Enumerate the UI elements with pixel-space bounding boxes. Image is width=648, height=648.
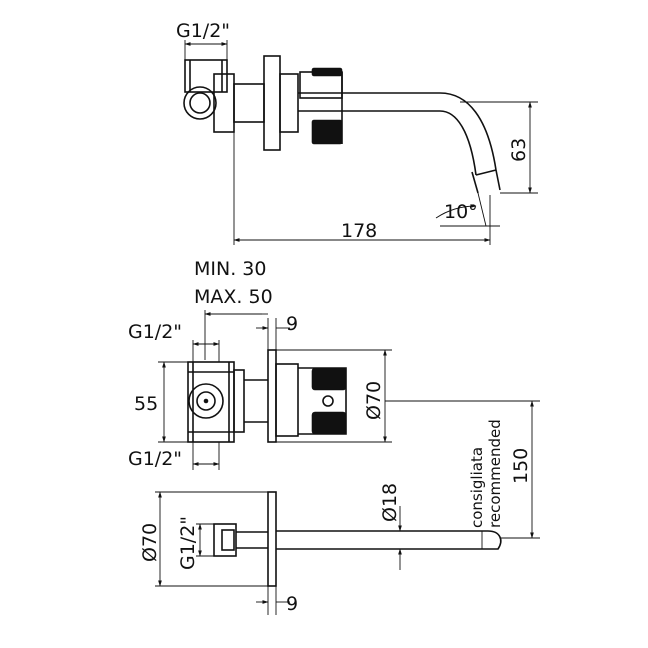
top-thread-label: G1/2" — [176, 20, 230, 42]
spout-pipe — [298, 92, 501, 194]
top-view: G1/2" 178 63 10° — [176, 20, 538, 245]
note-en-label: recommended — [486, 419, 504, 528]
middle-thread-top-label: G1/2" — [128, 321, 182, 343]
bottom-thread-label: G1/2" — [177, 516, 199, 570]
middle-thread-bottom-label: G1/2" — [128, 448, 182, 470]
bottom-view: Ø70 G1/2" Ø18 9 — [139, 483, 502, 615]
recommended-distance-label: 150 — [510, 448, 532, 484]
wall-plate — [263, 55, 281, 151]
body-block — [213, 73, 235, 133]
middle-view: MIN. 30 MAX. 50 9 — [128, 258, 540, 539]
bottom-plate-offset-label: 9 — [286, 593, 298, 615]
inlet-fitting-circle — [183, 86, 217, 120]
valve-body — [187, 361, 268, 443]
spacing-dim-label: 55 — [134, 393, 158, 415]
note-it-label: consigliata — [468, 447, 486, 528]
bottom-wall-plate — [267, 491, 277, 587]
middle-plate-diameter-label: Ø70 — [363, 381, 385, 420]
height-dim-label: 63 — [508, 138, 530, 162]
valve-port-circle — [188, 383, 224, 419]
inlet-elbow-body — [184, 59, 228, 93]
knurled-handle-front — [298, 367, 347, 435]
spout-diameter-label: Ø18 — [379, 483, 401, 522]
length-dim-label: 178 — [341, 220, 377, 242]
bottom-inlet-fitting — [213, 523, 237, 557]
angle-dim-label: 10° — [444, 201, 478, 223]
middle-plate-offset-label: 9 — [286, 313, 298, 335]
max-depth-label: MAX. 50 — [194, 286, 273, 308]
handle-center-icon — [322, 395, 334, 407]
middle-wall-plate — [267, 349, 277, 443]
bottom-plate-diameter-label: Ø70 — [139, 523, 161, 562]
knurled-handle-top — [311, 67, 343, 145]
min-depth-label: MIN. 30 — [194, 258, 266, 280]
bottom-spout-pipe — [276, 530, 502, 550]
